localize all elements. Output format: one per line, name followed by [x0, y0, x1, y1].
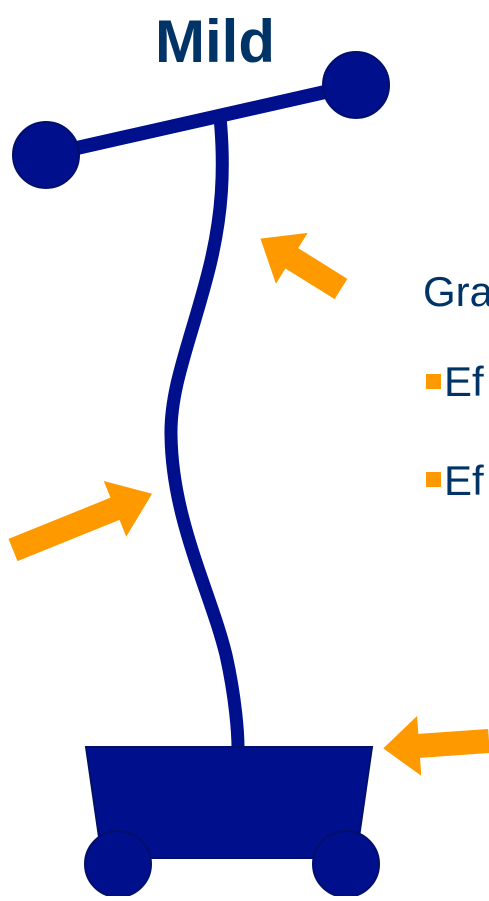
- arrow-upper: [260, 232, 348, 300]
- arrow-lower: [383, 715, 489, 776]
- barbell: [12, 51, 390, 189]
- text-line-0: Gra: [423, 268, 489, 315]
- bullet-2-icon: [426, 472, 441, 487]
- base-right-wheel: [312, 830, 380, 898]
- text-line-2: Ef: [444, 457, 484, 504]
- title-text: Mild: [155, 8, 275, 75]
- arrow-upper-icon: [260, 232, 348, 300]
- base-left-wheel: [84, 830, 152, 898]
- base-cart: [84, 746, 380, 898]
- arrow-lower-icon: [383, 715, 489, 776]
- barbell-bar: [44, 78, 358, 162]
- arrow-middle: [8, 480, 153, 562]
- arrow-middle-icon: [8, 480, 153, 562]
- barbell-right-weight: [322, 51, 390, 119]
- spine-curve: [164, 116, 245, 749]
- barbell-left-weight: [12, 121, 80, 189]
- bullet-1-icon: [426, 374, 441, 389]
- text-line-1: Ef: [444, 358, 484, 405]
